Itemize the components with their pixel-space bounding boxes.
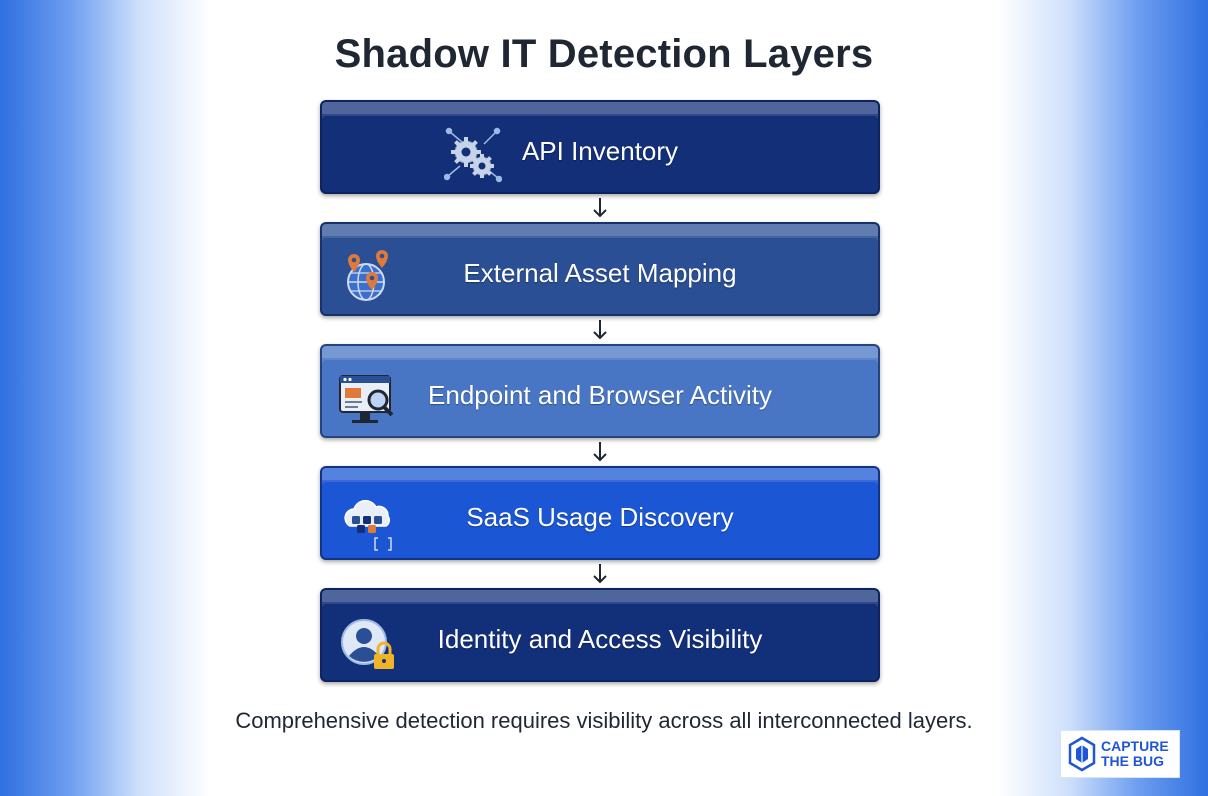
logo-wordmark: CAPTURE THE BUG <box>1101 739 1169 769</box>
layer-label: External Asset Mapping <box>463 257 737 288</box>
layer-external-asset-mapping: External Asset Mapping <box>320 222 880 316</box>
capture-the-bug-logo: CAPTURE THE BUG <box>1060 730 1180 778</box>
cloud-apps-icon <box>344 499 392 551</box>
layer-saas-usage-discovery: SaaS Usage Discovery <box>320 466 880 560</box>
arrow-down-icon <box>593 564 607 584</box>
arrow-down-icon <box>593 442 607 462</box>
layer-label: API Inventory <box>521 135 679 166</box>
layer-label: Endpoint and Browser Activity <box>428 379 772 410</box>
globe-location-pins-icon <box>347 250 388 301</box>
page-title: Shadow IT Detection Layers <box>334 32 874 76</box>
logo-line-2: THE BUG <box>1101 753 1164 769</box>
user-lock-icon <box>341 619 394 669</box>
bug-hexagon-logo-icon <box>1068 736 1096 772</box>
logo-line-1: CAPTURE <box>1101 738 1169 754</box>
gears-network-icon <box>444 127 502 183</box>
layer-label: SaaS Usage Discovery <box>466 501 734 532</box>
layer-identity-access-visibility: Identity and Access Visibility <box>320 588 880 682</box>
arrow-down-icon <box>593 198 607 218</box>
layer-endpoint-browser-activity: Endpoint and Browser Activity <box>320 344 880 438</box>
diagram-caption: Comprehensive detection requires visibil… <box>235 708 973 733</box>
arrow-down-icon <box>593 320 607 340</box>
layer-label: Identity and Access Visibility <box>437 623 763 654</box>
monitor-magnifier-icon <box>339 375 394 423</box>
layer-api-inventory: API Inventory <box>320 100 880 194</box>
